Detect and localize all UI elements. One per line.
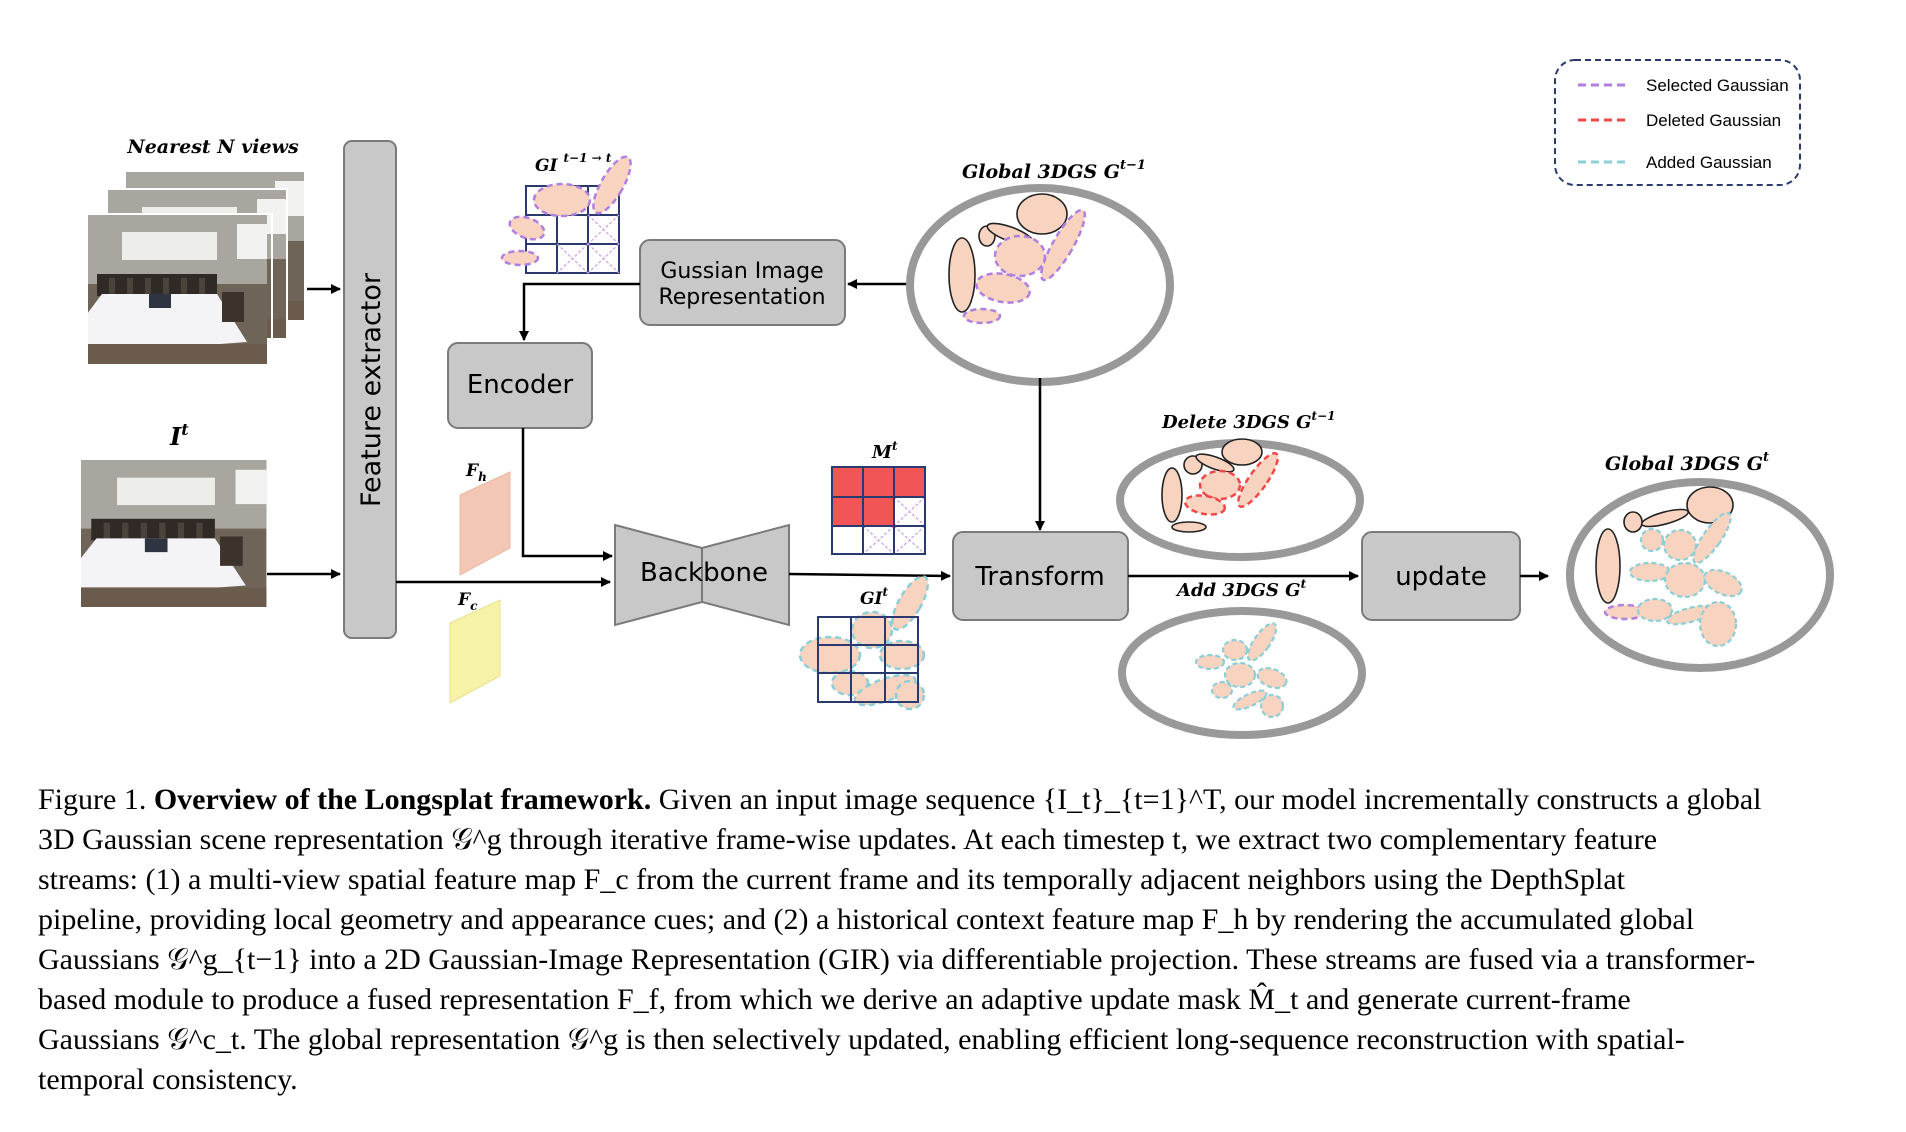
global-prev-label: Global 3DGS Gt−1 bbox=[962, 158, 1146, 183]
arrow-backbone-to-transform bbox=[788, 570, 951, 581]
svg-text:Fc: Fc bbox=[457, 590, 478, 613]
svg-text:Encoder: Encoder bbox=[467, 370, 574, 400]
svg-text:Fh: Fh bbox=[465, 461, 487, 484]
global-3dgs-prev bbox=[906, 184, 1174, 386]
caption-line-5: Gaussians 𝒢^g_{t−1} into a 2D Gaussian-I… bbox=[38, 943, 1756, 976]
caption-line-3: streams: (1) a multi-view spatial featur… bbox=[38, 863, 1626, 896]
transform-block: Transform bbox=[952, 531, 1129, 621]
nearest-view-image-1 bbox=[86, 213, 273, 398]
update-mask-grid bbox=[831, 466, 926, 555]
caption-line-4: pipeline, providing local geometry and a… bbox=[38, 903, 1695, 936]
backbone-block: Backbone bbox=[614, 523, 790, 627]
add-3dgs-label: Add 3DGS Gt bbox=[1175, 577, 1307, 601]
caption-line-8: temporal consistency. bbox=[38, 1063, 298, 1096]
arrow-encoder-to-backbone bbox=[521, 428, 613, 561]
caption-figure-number: Figure 1. bbox=[38, 783, 147, 816]
add-3dgs-set bbox=[1118, 607, 1366, 739]
gi-curr-label: GIt bbox=[860, 585, 888, 609]
svg-text:Gussian Image: Gussian Image bbox=[660, 259, 823, 284]
delete-3dgs-set bbox=[1116, 438, 1364, 561]
nearest-views-label: Nearest N views bbox=[126, 136, 299, 158]
legend-added-label: Added Gaussian bbox=[1646, 153, 1772, 172]
caption-title: Overview of the Longsplat framework. bbox=[153, 783, 652, 816]
figure-caption: Figure 1. Overview of the Longsplat fram… bbox=[38, 780, 1828, 1100]
svg-text:Backbone: Backbone bbox=[640, 558, 768, 588]
input-frame-label: It bbox=[169, 420, 189, 451]
legend-deleted-label: Deleted Gaussian bbox=[1646, 111, 1781, 130]
feature-extractor-block: Feature extractor bbox=[343, 140, 397, 639]
svg-text:update: update bbox=[1395, 562, 1487, 592]
caption-line-7: Gaussians 𝒢^c_t. The global representati… bbox=[38, 1023, 1685, 1056]
gi-curr-grid bbox=[798, 575, 930, 711]
delete-3dgs-label: Delete 3DGS Gt−1 bbox=[1161, 409, 1335, 433]
input-frame-image bbox=[81, 460, 267, 607]
feature-map-fh: Fh bbox=[459, 461, 511, 576]
arrow-gir-to-encoder bbox=[519, 282, 640, 341]
global-curr-label: Global 3DGS Gt bbox=[1605, 450, 1769, 475]
svg-text:Transform: Transform bbox=[974, 562, 1104, 592]
caption-line-2: 3D Gaussian scene representation 𝒢^g thr… bbox=[38, 823, 1658, 856]
gi-prev-grid bbox=[500, 155, 632, 274]
encoder-block: Encoder bbox=[447, 342, 593, 429]
caption-line-1: Figure 1. Overview of the Longsplat fram… bbox=[38, 783, 1762, 816]
legend: Selected Gaussian Deleted Gaussian Added… bbox=[1554, 59, 1801, 186]
caption-line-6: based module to produce a fused represen… bbox=[38, 983, 1631, 1016]
framework-diagram: Nearest N views It Feature extractor Fh … bbox=[81, 59, 1834, 739]
legend-selected-label: Selected Gaussian bbox=[1646, 76, 1789, 95]
gaussian-image-representation-block: Gussian Image Representation bbox=[639, 239, 846, 326]
mask-label: Mt bbox=[871, 439, 898, 463]
feature-extractor-label: Feature extractor bbox=[356, 272, 387, 507]
feature-map-fc: Fc bbox=[449, 590, 501, 704]
global-3dgs-curr bbox=[1566, 478, 1834, 672]
update-block: update bbox=[1361, 531, 1521, 621]
svg-text:Representation: Representation bbox=[658, 285, 825, 310]
